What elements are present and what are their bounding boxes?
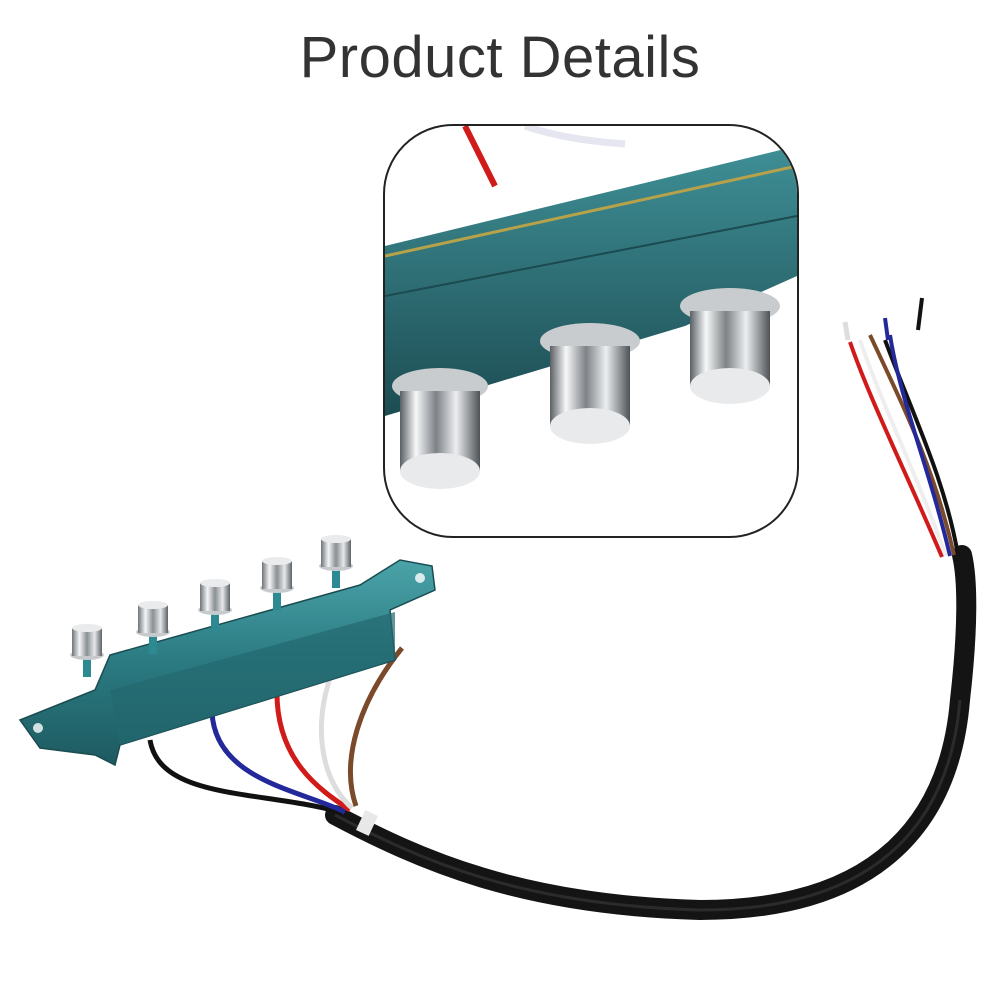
- wire-red: [274, 687, 352, 813]
- cable-tie: [356, 810, 378, 836]
- inset-closeup-image: [385, 126, 797, 489]
- cable-sheath: [325, 545, 977, 921]
- detail-inset: [383, 124, 799, 538]
- push-button-5: [319, 535, 353, 588]
- push-button-2: [136, 601, 170, 654]
- inset-button-3: [680, 288, 780, 404]
- inset-button-2: [540, 323, 640, 444]
- push-button-1: [70, 624, 104, 677]
- wire-black: [147, 739, 341, 815]
- inset-button-1: [392, 368, 488, 489]
- wire-brown: [348, 646, 404, 807]
- push-button-4: [260, 557, 294, 610]
- wire-white: [318, 658, 354, 810]
- page-title: Product Details: [299, 25, 701, 90]
- wire-blue: [209, 711, 347, 815]
- push-button-3: [198, 579, 232, 632]
